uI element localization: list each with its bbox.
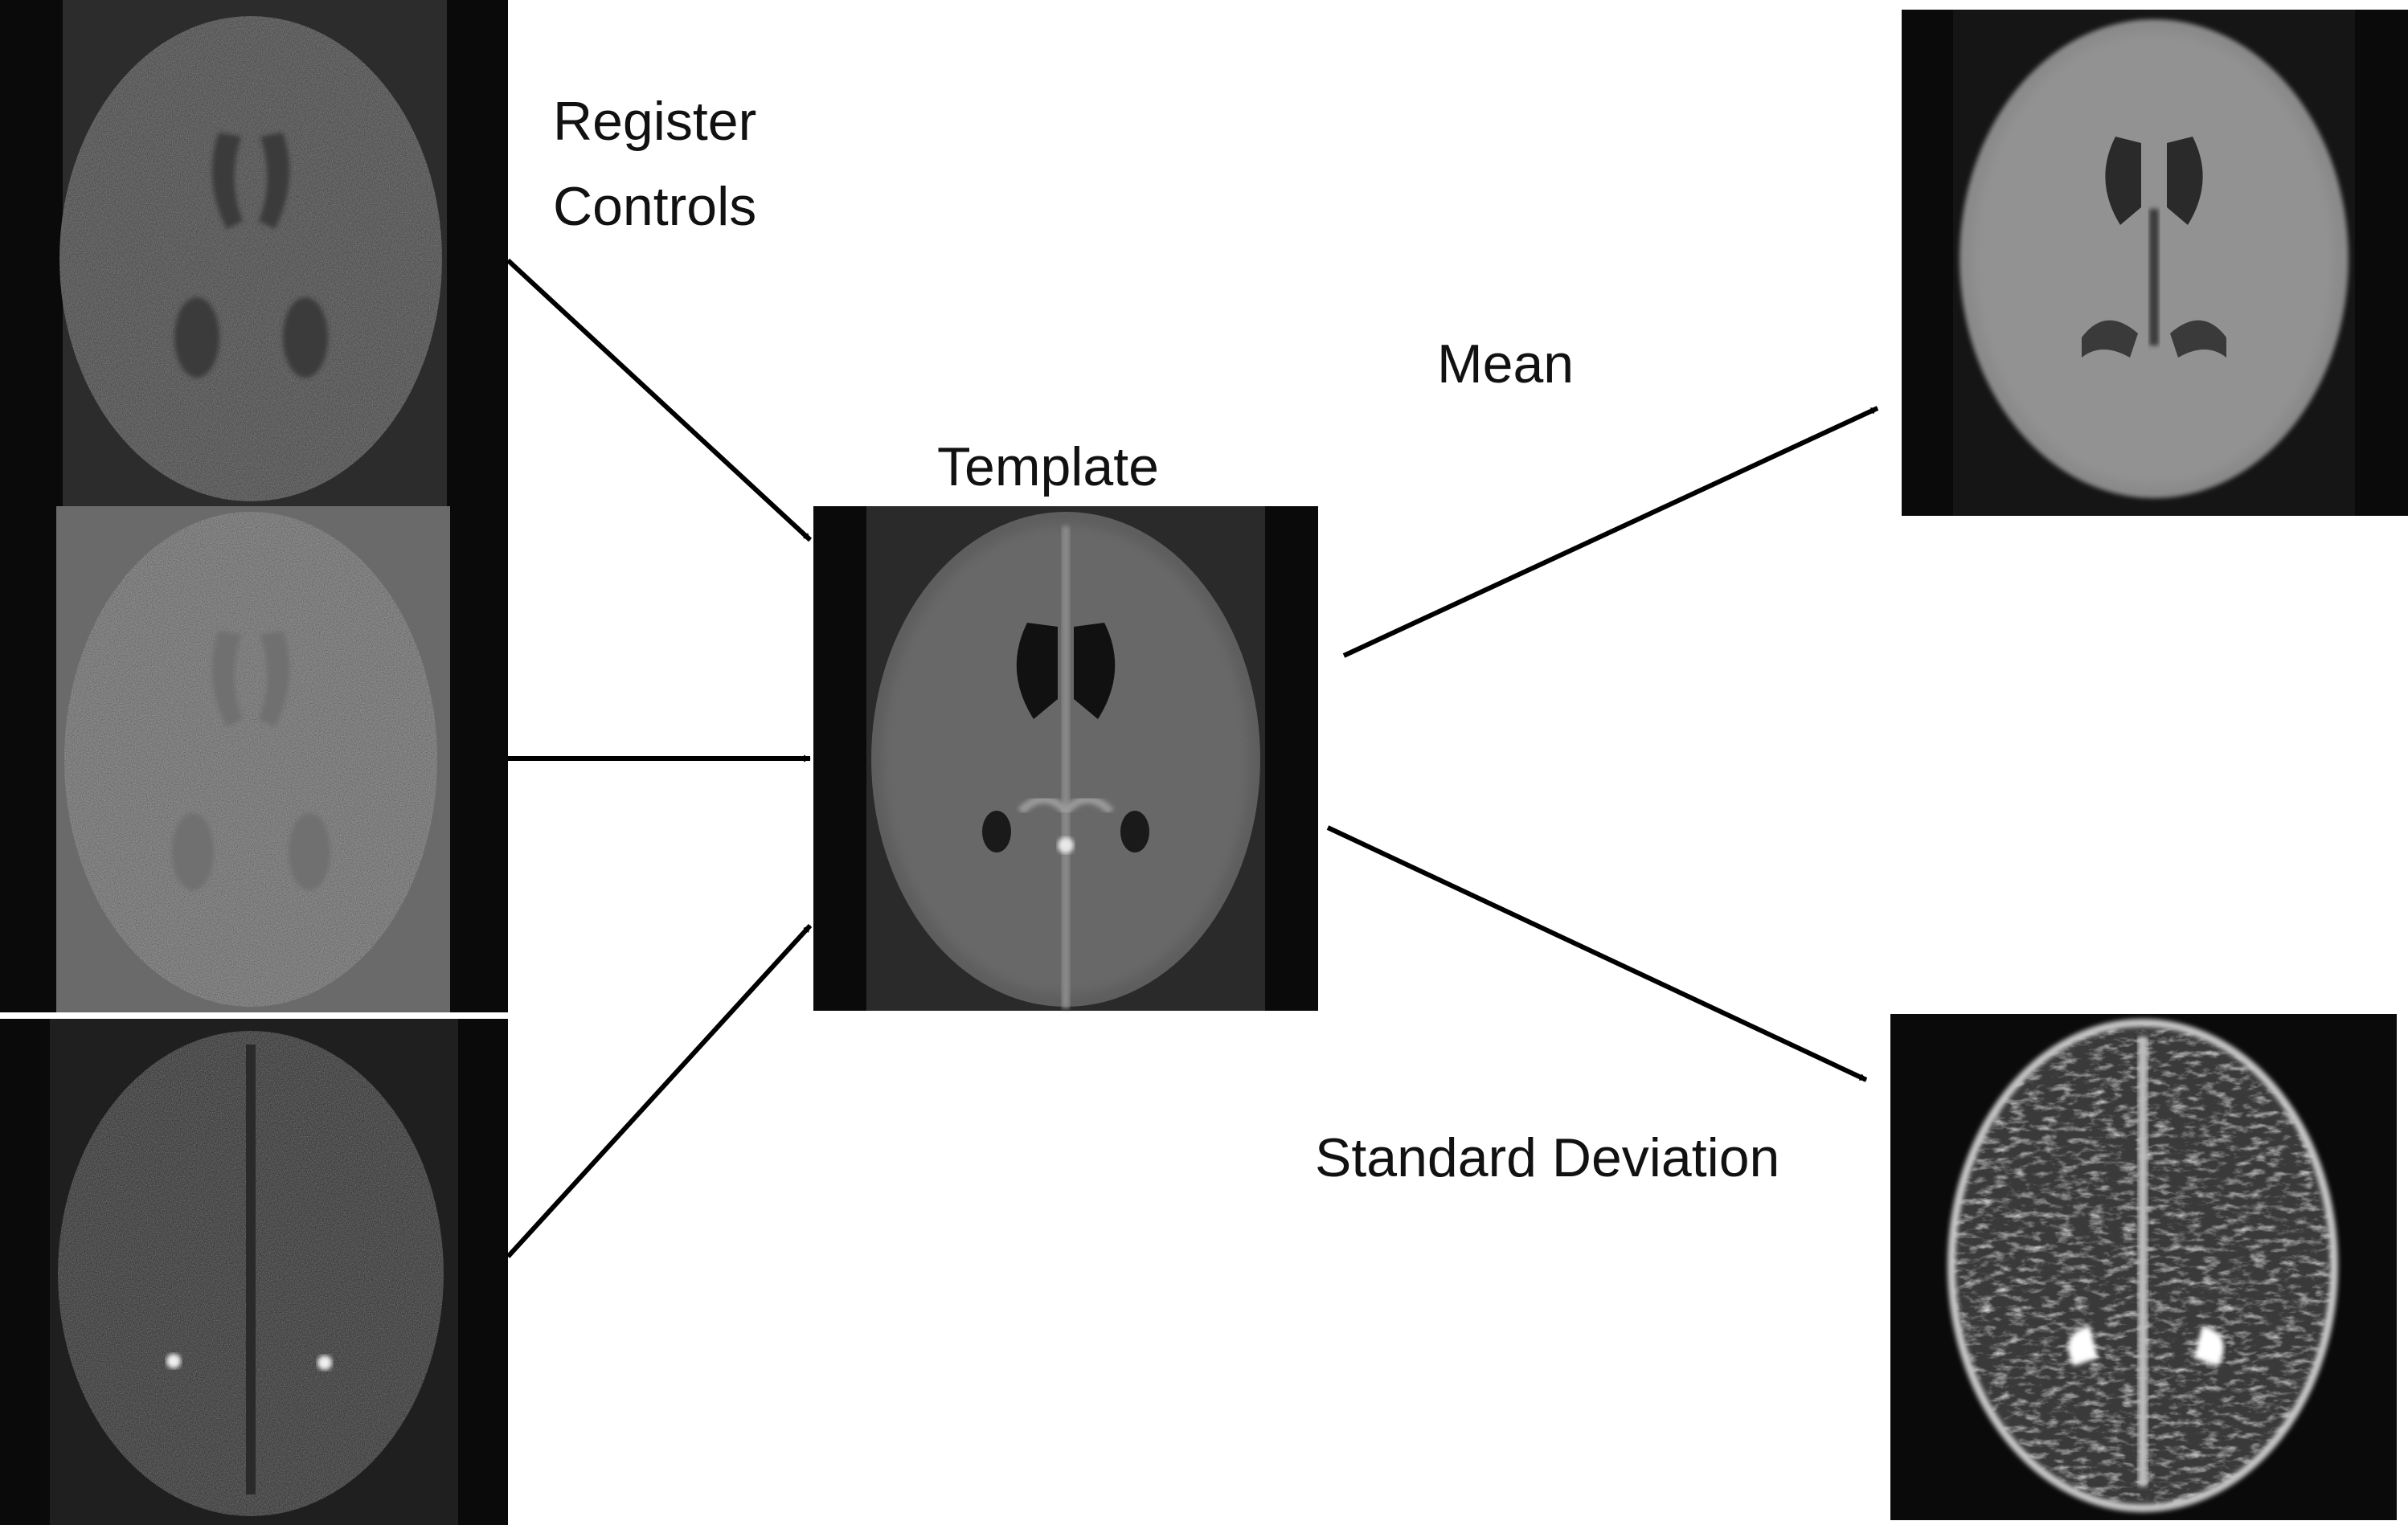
register-controls-label-line1: Register xyxy=(553,91,756,152)
mean-scan xyxy=(1902,10,2408,516)
register-controls-label-line2: Controls xyxy=(553,176,756,237)
arrow-template-to-mean xyxy=(1342,406,1879,658)
std-scan xyxy=(1890,1014,2397,1520)
template-label: Template xyxy=(937,436,1159,497)
control-scan-2 xyxy=(0,506,508,1012)
arrow-control1-to-template xyxy=(506,258,813,542)
mean-label: Mean xyxy=(1437,333,1574,395)
scan-separator xyxy=(0,1012,508,1019)
standard-deviation-label: Standard Deviation xyxy=(1315,1127,1779,1188)
template-scan xyxy=(813,506,1318,1011)
arrow-control3-to-template xyxy=(506,923,813,1259)
control-scan-3 xyxy=(0,1019,508,1525)
arrow-template-to-std xyxy=(1326,825,1868,1082)
control-scan-1 xyxy=(0,0,508,508)
